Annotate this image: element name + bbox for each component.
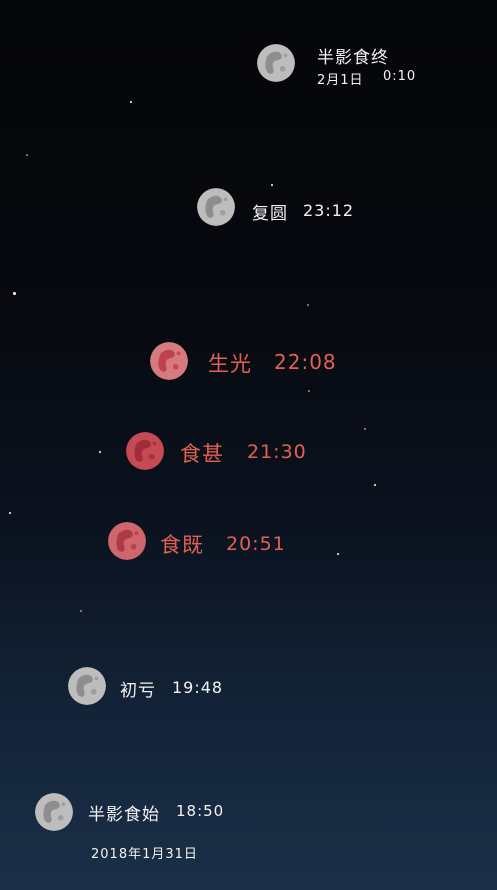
red-moon-icon <box>150 342 188 380</box>
star <box>337 553 339 555</box>
grey-moon-icon <box>257 44 295 82</box>
star <box>9 512 11 514</box>
grey-moon-icon <box>68 667 106 705</box>
phase-date: 2月1日 <box>317 73 364 88</box>
red-moon-icon <box>126 432 164 470</box>
phase-time: 0:10 <box>383 69 417 84</box>
grey-moon-icon <box>35 793 73 831</box>
phase-date: 2018年1月31日 <box>91 847 198 862</box>
phase-name: 食既 <box>160 533 204 557</box>
red-moon-icon <box>108 522 146 560</box>
star <box>26 154 28 156</box>
phase-name: 半影食终 <box>317 48 389 68</box>
star <box>80 610 82 612</box>
phase-name: 生光 <box>208 352 252 376</box>
star <box>130 101 132 103</box>
phase-time: 18:50 <box>176 802 225 820</box>
phase-name: 半影食始 <box>88 805 160 825</box>
star <box>13 292 16 295</box>
star <box>271 184 273 186</box>
star <box>374 484 376 486</box>
phase-time: 23:12 <box>303 201 355 220</box>
star <box>99 451 101 453</box>
phase-time: 21:30 <box>247 441 307 463</box>
star <box>308 390 310 392</box>
star <box>364 428 366 430</box>
phase-name: 食甚 <box>180 442 224 466</box>
grey-moon-icon <box>197 188 235 226</box>
phase-time: 19:48 <box>172 678 224 697</box>
phase-name: 初亏 <box>120 681 156 701</box>
phase-time: 20:51 <box>226 533 286 555</box>
phase-name: 复圆 <box>252 204 288 224</box>
phase-time: 22:08 <box>274 350 337 374</box>
star <box>307 304 309 306</box>
